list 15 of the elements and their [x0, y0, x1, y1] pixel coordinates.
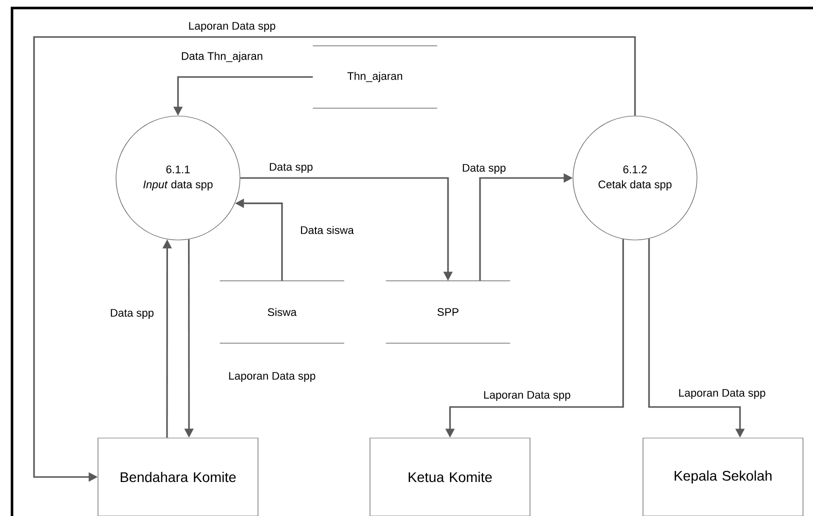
entity-box: Kepala Sekolah	[642, 438, 804, 516]
edge-label: Data spp	[109, 308, 156, 320]
edge-label: Laporan Data spp	[227, 371, 317, 383]
edge-label: Data spp	[461, 163, 508, 175]
data-store: SPP	[386, 280, 510, 344]
edge-label: Laporan Data spp	[677, 388, 767, 400]
data-store: Thn_ajaran	[312, 46, 438, 108]
edge-label: Data spp	[268, 162, 314, 174]
edge-label: Laporan Data spp	[482, 390, 572, 402]
data-store: Siswa	[220, 280, 344, 344]
entity-box: Bendahara Komite	[98, 438, 258, 516]
edge-label: Laporan Data spp	[187, 21, 277, 33]
edge-label: Data Thn_ajaran	[180, 50, 264, 64]
entity-box: Ketua Komite	[370, 438, 530, 516]
edge-label: Data siswa	[299, 224, 355, 236]
